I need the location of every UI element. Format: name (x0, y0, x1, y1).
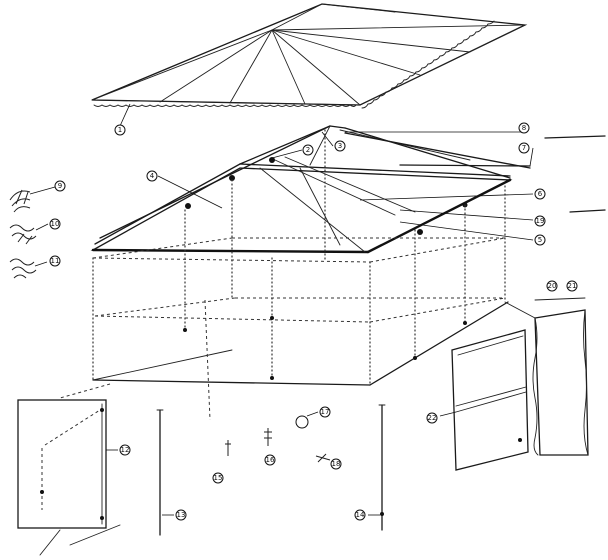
screen-panel (451, 329, 529, 471)
callout-19-label: 19 (536, 217, 545, 225)
callout-21-label: 21 (568, 282, 577, 290)
callout-12: 12 (119, 444, 131, 456)
callout-5-label: 5 (538, 236, 542, 244)
callout-11: 11 (49, 255, 61, 267)
door-panel-left (17, 399, 107, 529)
callout-21: 21 (566, 280, 578, 292)
callout-1: 1 (114, 124, 126, 136)
callout-14-label: 14 (356, 511, 365, 519)
canopy-roof (91, 3, 528, 109)
roof-frame (90, 125, 531, 254)
callout-4-label: 4 (150, 172, 155, 180)
callout-5: 5 (534, 234, 546, 246)
callout-20: 20 (546, 280, 558, 292)
callout-6-label: 6 (538, 190, 543, 198)
callout-22: 22 (426, 412, 438, 424)
callout-10: 10 (49, 218, 61, 230)
callout-13: 13 (175, 509, 187, 521)
callout-8: 8 (518, 122, 530, 134)
callout-7: 7 (518, 142, 530, 154)
callout-9: 9 (54, 180, 66, 192)
callout-1-label: 1 (118, 126, 122, 134)
callout-16-label: 16 (266, 456, 275, 464)
callout-20-label: 20 (548, 282, 557, 290)
callout-7-label: 7 (522, 144, 526, 152)
callout-22-label: 22 (428, 414, 437, 422)
callout-2-label: 2 (306, 146, 310, 154)
poles (156, 404, 386, 536)
callout-8-label: 8 (522, 124, 526, 132)
callout-17: 17 (319, 406, 331, 418)
wall-frame (39, 129, 509, 556)
hardware-parts (9, 189, 331, 463)
callout-6: 6 (534, 188, 546, 200)
curtain (504, 135, 606, 456)
callout-3: 3 (334, 140, 346, 152)
callout-16: 16 (264, 454, 276, 466)
callout-14: 14 (354, 509, 366, 521)
callout-15: 15 (212, 472, 224, 484)
callout-3-label: 3 (338, 142, 342, 150)
callout-10-label: 10 (51, 220, 60, 228)
callout-12-label: 12 (121, 446, 130, 454)
callout-13-label: 13 (177, 511, 186, 519)
callout-17-label: 17 (321, 408, 330, 416)
callout-2: 2 (302, 144, 314, 156)
callout-18-label: 18 (332, 460, 341, 468)
callout-18: 18 (330, 458, 342, 470)
callout-9-label: 9 (58, 182, 62, 190)
callout-15-label: 15 (214, 474, 223, 482)
callout-11-label: 11 (51, 257, 60, 265)
leader-lines (29, 103, 534, 516)
callout-19: 19 (534, 215, 546, 227)
callout-4: 4 (146, 170, 158, 182)
